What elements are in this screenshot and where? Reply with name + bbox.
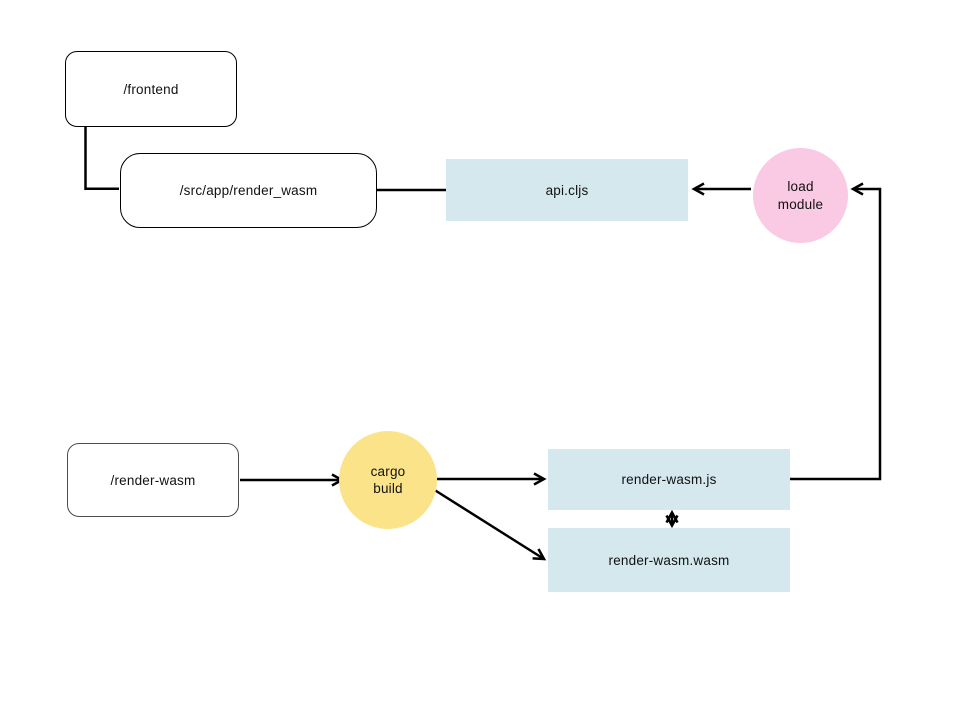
node-api-cljs-label: api.cljs	[545, 182, 589, 198]
node-render-wasm-js-label: render-wasm.js	[621, 472, 717, 487]
node-render-wasm-dir-label: /render-wasm	[110, 472, 196, 488]
edge-cargobuild-to-renderwasmwasm	[432, 487, 547, 561]
node-src-app-render-wasm-label: /src/app/render_wasm	[179, 183, 318, 198]
node-src-app-render-wasm: /src/app/render_wasm	[120, 153, 377, 228]
node-render-wasm-dir: /render-wasm	[67, 443, 239, 517]
node-frontend: /frontend	[65, 51, 237, 127]
node-load-module-label-line2: module	[777, 196, 824, 212]
node-cargo-build-label-line2: build	[373, 481, 403, 496]
node-cargo-build-label-line1: cargo	[370, 463, 406, 479]
node-load-module-label-line1: load	[787, 179, 814, 195]
node-api-cljs: api.cljs	[446, 159, 688, 221]
node-render-wasm-wasm-label: render-wasm.wasm	[608, 552, 730, 568]
node-render-wasm-js: render-wasm.js	[548, 449, 790, 510]
node-cargo-build: cargo build	[339, 431, 437, 529]
node-frontend-label: /frontend	[123, 81, 179, 97]
node-load-module: load module	[753, 148, 848, 243]
edge-frontend-to-src	[84, 127, 119, 191]
node-render-wasm-wasm: render-wasm.wasm	[548, 528, 790, 592]
